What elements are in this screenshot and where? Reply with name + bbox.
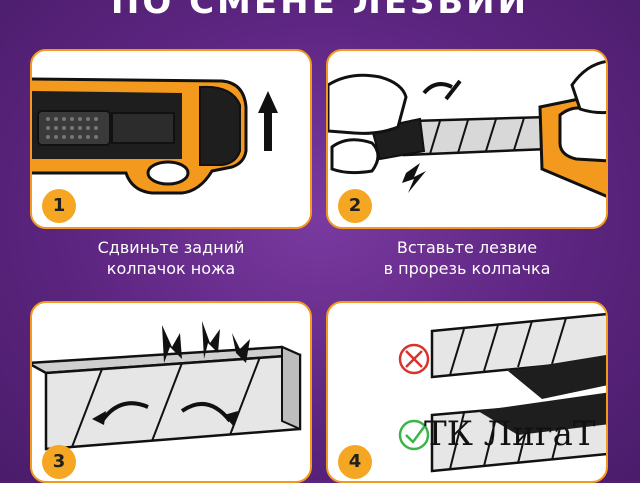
step-number-2: 2 [338,189,372,223]
knife-illustration-1 [32,77,278,195]
step-number-4: 4 [338,445,372,479]
page-title: ПО СМЕНЕ ЛЕЗВИЙ [110,0,530,22]
step-number-3: 3 [42,445,76,479]
step-caption-1-line-2: колпачок ножа [106,259,236,278]
wrong-cross-icon [398,343,430,375]
step-card-2: 2 [326,49,608,229]
step-card-4: 4 [326,301,608,483]
step-card-1: 1 [30,49,312,229]
step-caption-2: Вставьте лезвие в прорезь колпачка [326,237,608,279]
correct-check-icon [398,419,430,451]
blade-orientation-illustration [398,312,606,473]
step-number-1: 1 [42,189,76,223]
step-caption-2-line-1: Вставьте лезвие [396,238,538,257]
step-caption-1: Сдвиньте задний колпачок ножа [30,237,312,279]
lightning-icon [402,163,426,193]
step-card-3: 3 [30,301,312,483]
step-caption-1-line-1: Сдвиньте задний [97,238,245,257]
hand-icon [328,73,408,175]
blade-break-illustration [32,321,302,451]
knife-illustration-2 [328,60,606,198]
step-caption-2-line-2: в прорезь колпачка [383,259,551,278]
up-arrow-icon [258,91,278,151]
watermark: ТК ЛигаТ [424,414,596,454]
